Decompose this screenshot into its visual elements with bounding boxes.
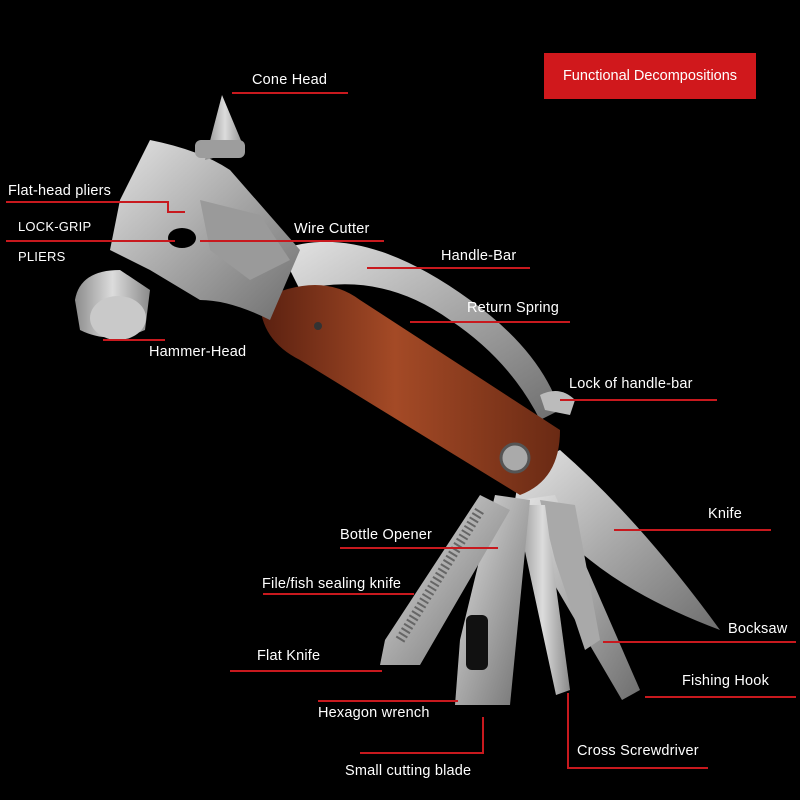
cone-collar [195,140,245,158]
label-file-fish-sealing-knife: File/fish sealing knife [262,576,402,592]
label-fishing-hook: Fishing Hook [682,673,770,689]
knife-blade [515,450,720,630]
label-handle-bar: Handle-Bar [441,248,517,264]
label-small-cutting-blade: Small cutting blade [345,763,472,779]
blade-fan [380,450,720,705]
title-badge: Functional Decompositions [544,53,756,99]
leader-flat-head-pliers [6,201,185,213]
label-wire-cutter: Wire Cutter [294,221,370,237]
label-flat-knife: Flat Knife [257,648,321,664]
label-bottle-opener: Bottle Opener [340,527,433,543]
tool-drawing [75,95,720,705]
label-cross-screwdriver: Cross Screwdriver [577,743,699,759]
label-lock-of-handle-bar: Lock of handle-bar [569,376,693,392]
handle-lock-clip [540,391,575,415]
label-hexagon-wrench: Hexagon wrench [318,705,430,721]
hammer-face [90,296,146,340]
leader-cross-screwdriver [567,693,708,769]
label-lock-grip-line1: LOCK-GRIP [18,219,92,234]
label-flat-head-pliers: Flat-head pliers [8,183,112,199]
label-knife: Knife [708,506,743,522]
leader-small-cutting-blade [360,717,484,754]
handle-rivet [499,442,531,474]
label-hammer-head: Hammer-Head [149,344,247,360]
file-grooves [395,507,485,643]
screwdriver-blade [515,505,570,695]
grip-hole [168,228,196,248]
wood-handle [260,285,560,495]
label-bocksaw: Bocksaw [728,621,788,637]
label-cone-head: Cone Head [252,72,328,88]
handle-bar-frame [280,241,560,420]
handle-pin [314,322,322,330]
label-lock-grip-line2: PLIERS [18,249,66,264]
hex-slot [466,615,488,670]
leader-lines [6,92,796,769]
fishing-hook-blade [540,500,600,650]
label-return-spring: Return Spring [467,300,560,316]
